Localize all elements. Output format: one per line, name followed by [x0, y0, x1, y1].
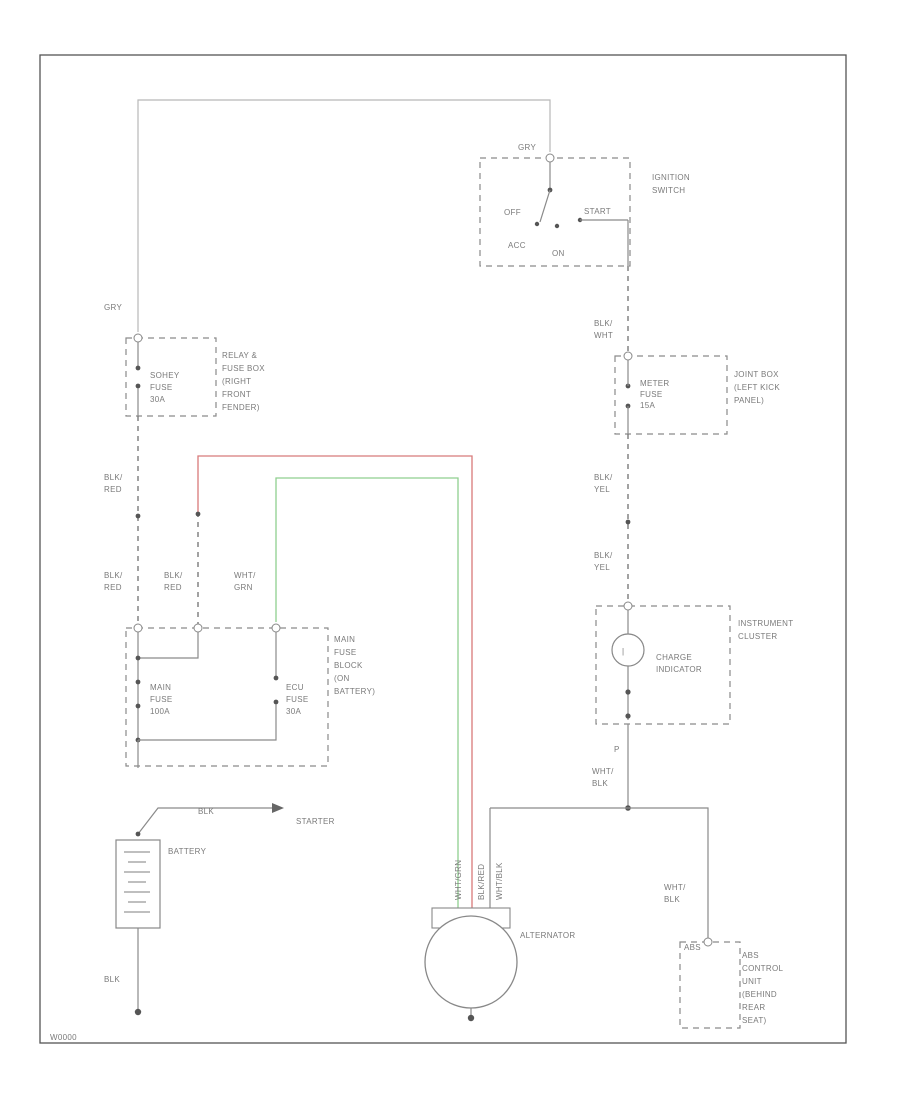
ignition-switch-label-2: SWITCH	[652, 186, 685, 195]
ignition-switch: GRY IGNITION SWITCH OFF ACC ON START	[479, 143, 690, 267]
ignition-pos-off: OFF	[504, 208, 521, 217]
meter-fuse-label-3: 15A	[640, 401, 655, 410]
wht-grn-b: GRN	[234, 583, 253, 592]
abs-control-unit: ABS ABS CONTROL UNIT (BEHIND REAR SEAT)	[679, 937, 783, 1029]
abs-label-1: ABS	[742, 951, 759, 960]
arrow-right-icon	[272, 803, 284, 813]
main-fuse-block: MAIN FUSE 100A ECU FUSE 30A MAIN FUSE BL…	[125, 623, 375, 768]
wht-grn-alternator-wire	[275, 477, 459, 908]
blk-red-2-a: BLK/	[104, 571, 123, 580]
blk-red-1-b: RED	[104, 485, 122, 494]
relay-label-4: FRONT	[222, 390, 251, 399]
relay-top-wire-label: GRY	[104, 303, 122, 312]
relay-label-3: (RIGHT	[222, 377, 251, 386]
starter-label: STARTER	[296, 817, 335, 826]
relay-label-2: FUSE BOX	[222, 364, 265, 373]
blk-red-3-b: RED	[164, 583, 182, 592]
main-fuse-block-label-1: MAIN	[334, 635, 355, 644]
alternator-label: ALTERNATOR	[520, 931, 575, 940]
wht-blk-2-a: WHT/	[664, 883, 686, 892]
meter-fuse-label-2: FUSE	[640, 390, 663, 399]
wht-blk-1-a: WHT/	[592, 767, 614, 776]
abs-label-3: UNIT	[742, 977, 762, 986]
main-fuse-label-1: MAIN	[150, 683, 171, 692]
instrument-cluster-label-2: CLUSTER	[738, 632, 777, 641]
alt-wire-1-label: WHT/GRN	[454, 860, 463, 900]
battery-neg-wire-label: BLK	[104, 975, 120, 984]
blk-red-2-b: RED	[104, 583, 122, 592]
battery: BLK STARTER BATTERY BLK	[104, 803, 335, 1016]
ecu-fuse-label-3: 30A	[286, 707, 301, 716]
relay-label-1: RELAY &	[222, 351, 258, 360]
joint-box-label-1: JOINT BOX	[734, 370, 779, 379]
battery-pos-wire-label: BLK	[198, 807, 214, 816]
wht-grn-a: WHT/	[234, 571, 256, 580]
blk-red-3-a: BLK/	[164, 571, 183, 580]
ignition-switch-label-1: IGNITION	[652, 173, 690, 182]
ignition-pos-start: START	[584, 207, 611, 216]
joint-box: METER FUSE 15A JOINT BOX (LEFT KICK PANE…	[614, 351, 780, 435]
wht-blk-1-b: BLK	[592, 779, 608, 788]
blk-red-alternator-wire	[197, 455, 473, 908]
gry-top-wire	[137, 99, 551, 332]
jb-top-wire-label-2: WHT	[594, 331, 613, 340]
battery-label: BATTERY	[168, 847, 207, 856]
blk-yel-1-a: BLK/	[594, 473, 613, 482]
ignition-top-wire-label: GRY	[518, 143, 536, 152]
charge-indicator-label-1: CHARGE	[656, 653, 692, 662]
battery-case	[115, 839, 161, 929]
blk-yel-2-b: YEL	[594, 563, 610, 572]
relay-fuse-box: GRY SOHEY FUSE 30A RELAY & FUSE BOX (RIG…	[104, 303, 265, 417]
ignition-pos-on: ON	[552, 249, 565, 258]
main-fuse-label-2: FUSE	[150, 695, 173, 704]
diagram-border	[39, 54, 847, 1044]
instrument-cluster-label-1: INSTRUMENT	[738, 619, 793, 628]
blk-yel-1-b: YEL	[594, 485, 610, 494]
alternator-body	[424, 915, 518, 1009]
blk-red-1-a: BLK/	[104, 473, 123, 482]
wire-p-label: P	[614, 745, 620, 754]
meter-fuse-label-1: METER	[640, 379, 670, 388]
joint-box-label-3: PANEL)	[734, 396, 764, 405]
relay-label-5: FENDER)	[222, 403, 260, 412]
svg-text:|: |	[622, 647, 624, 656]
blk-yel-2-a: BLK/	[594, 551, 613, 560]
ground-point	[134, 1008, 142, 1016]
diagram-id: W0000	[50, 1033, 77, 1042]
main-fuse-block-label-4: (ON	[334, 674, 350, 683]
charge-indicator-lamp-icon	[611, 633, 645, 667]
abs-label-2: CONTROL	[742, 964, 783, 973]
abs-label-5: REAR	[742, 1003, 765, 1012]
joint-box-label-2: (LEFT KICK	[734, 383, 780, 392]
main-fuse-label-3: 100A	[150, 707, 170, 716]
jb-top-wire-label-1: BLK/	[594, 319, 613, 328]
sohey-fuse-label-2: FUSE	[150, 383, 173, 392]
sohey-fuse-label-1: SOHEY	[150, 371, 180, 380]
junction-wires	[490, 807, 709, 940]
instrument-cluster: | CHARGE INDICATOR INSTRUMENT CLUSTER	[595, 601, 793, 725]
wht-blk-2-b: BLK	[664, 895, 680, 904]
main-fuse-block-label-3: BLOCK	[334, 661, 363, 670]
abs-label-4: (BEHIND	[742, 990, 777, 999]
main-fuse-block-label-5: BATTERY)	[334, 687, 375, 696]
alt-wire-3-label: WHT/BLK	[495, 862, 504, 900]
ecu-fuse-label-2: FUSE	[286, 695, 309, 704]
ignition-pos-acc: ACC	[508, 241, 526, 250]
abs-label-6: SEAT)	[742, 1016, 767, 1025]
alt-wire-2-label: BLK/RED	[477, 864, 486, 900]
sohey-fuse-label-3: 30A	[150, 395, 165, 404]
abs-top-label: ABS	[684, 943, 701, 952]
ecu-fuse-label-1: ECU	[286, 683, 304, 692]
alternator: WHT/GRN BLK/RED WHT/BLK ALTERNATOR	[424, 860, 575, 1022]
main-fuse-block-label-2: FUSE	[334, 648, 357, 657]
charge-indicator-label-2: INDICATOR	[656, 665, 702, 674]
